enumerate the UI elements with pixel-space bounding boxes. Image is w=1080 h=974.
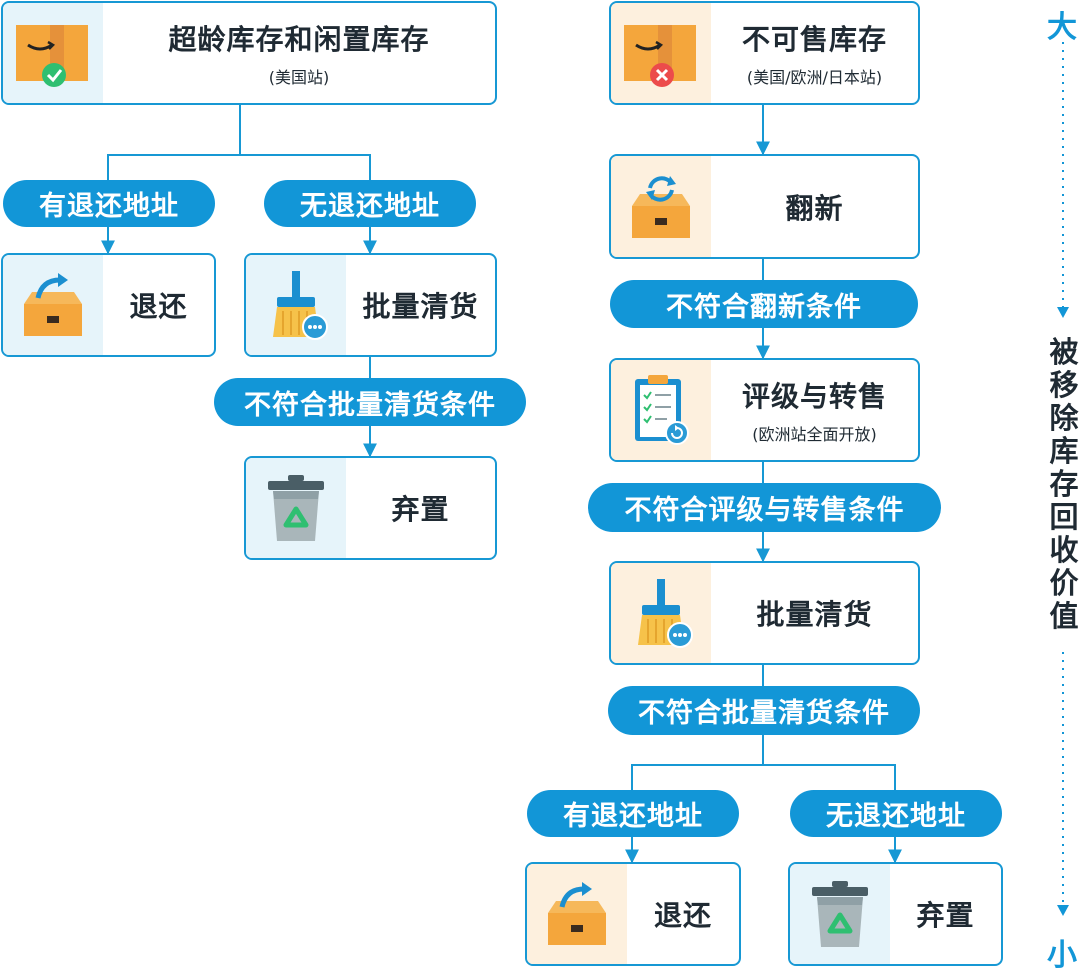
amazon-box-check-icon (3, 3, 103, 103)
node-title: 批量清货 (756, 598, 873, 631)
scale-char: 回 (1049, 500, 1079, 534)
node-grade-resell: 评级与转售 (欧洲站全面开放) (609, 358, 920, 462)
return-box-icon (3, 255, 103, 355)
node-title: 翻新 (785, 191, 844, 225)
node-title: 批量清货 (362, 290, 479, 323)
node-title: 不可售库存 (741, 23, 887, 56)
node-title: 弃置 (391, 493, 450, 526)
pill-left-has-address: 有退还地址 (3, 180, 215, 227)
return-box-icon (527, 864, 627, 964)
node-title: 弃置 (916, 899, 975, 932)
node-subtitle: (美国站) (268, 68, 330, 87)
trash-can-icon (246, 458, 346, 558)
scale-vertical-label: 被 移 除 库 存 回 收 价 值 (1048, 336, 1080, 633)
node-subtitle: (欧洲站全面开放) (752, 425, 877, 444)
scale-char: 值 (1049, 599, 1079, 633)
scale-arrow-bottom (1057, 905, 1069, 916)
scale-char: 移 (1049, 368, 1079, 402)
broom-icon (611, 563, 711, 663)
scale-char: 价 (1049, 566, 1079, 600)
node-right-return: 退还 (525, 862, 741, 966)
node-right-bulk-liquidation: 批量清货 (609, 561, 920, 665)
amazon-box-cross-icon (611, 3, 711, 103)
scale-char: 被 (1049, 335, 1079, 369)
scale-char: 存 (1049, 467, 1079, 501)
scale-char: 库 (1049, 434, 1079, 468)
broom-icon (246, 255, 346, 355)
node-title: 评级与转售 (741, 380, 887, 413)
pill-left-no-address: 无退还地址 (264, 180, 476, 227)
node-right-dispose: 弃置 (788, 862, 1003, 966)
node-left-bulk-liquidation: 批量清货 (244, 253, 497, 357)
node-unsellable-inventory: 不可售库存 (美国/欧洲/日本站) (609, 1, 920, 105)
scale-top-label: 大 (1047, 10, 1077, 45)
pill-right-no-address: 无退还地址 (790, 790, 1002, 837)
pill-right-bulk-fail: 不符合批量清货条件 (608, 686, 920, 735)
scale-arrow-top (1057, 307, 1069, 318)
pill-right-grade-fail: 不符合评级与转售条件 (588, 483, 941, 532)
pill-right-refurb-fail: 不符合翻新条件 (610, 280, 918, 328)
scale-char: 除 (1049, 401, 1079, 435)
node-aged-idle-inventory: 超龄库存和闲置库存 (美国站) (1, 1, 497, 105)
pill-left-bulk-fail: 不符合批量清货条件 (214, 378, 526, 426)
line-right-split (631, 735, 896, 790)
node-left-dispose: 弃置 (244, 456, 497, 560)
node-title: 退还 (129, 290, 188, 323)
node-title: 超龄库存和闲置库存 (168, 23, 430, 56)
pill-right-has-address: 有退还地址 (527, 790, 739, 837)
node-left-return: 退还 (1, 253, 216, 357)
node-refurbish: 翻新 (609, 154, 920, 259)
line-left-root (107, 105, 241, 180)
scale-char: 收 (1049, 533, 1079, 567)
line-left-root-b (240, 154, 371, 180)
scale-bottom-label: 小 (1047, 938, 1077, 973)
clipboard-checklist-icon (611, 360, 711, 460)
trash-can-icon (790, 864, 890, 964)
refurbish-box-icon (611, 156, 711, 257)
node-title: 退还 (653, 899, 712, 932)
node-subtitle: (美国/欧洲/日本站) (746, 68, 883, 87)
